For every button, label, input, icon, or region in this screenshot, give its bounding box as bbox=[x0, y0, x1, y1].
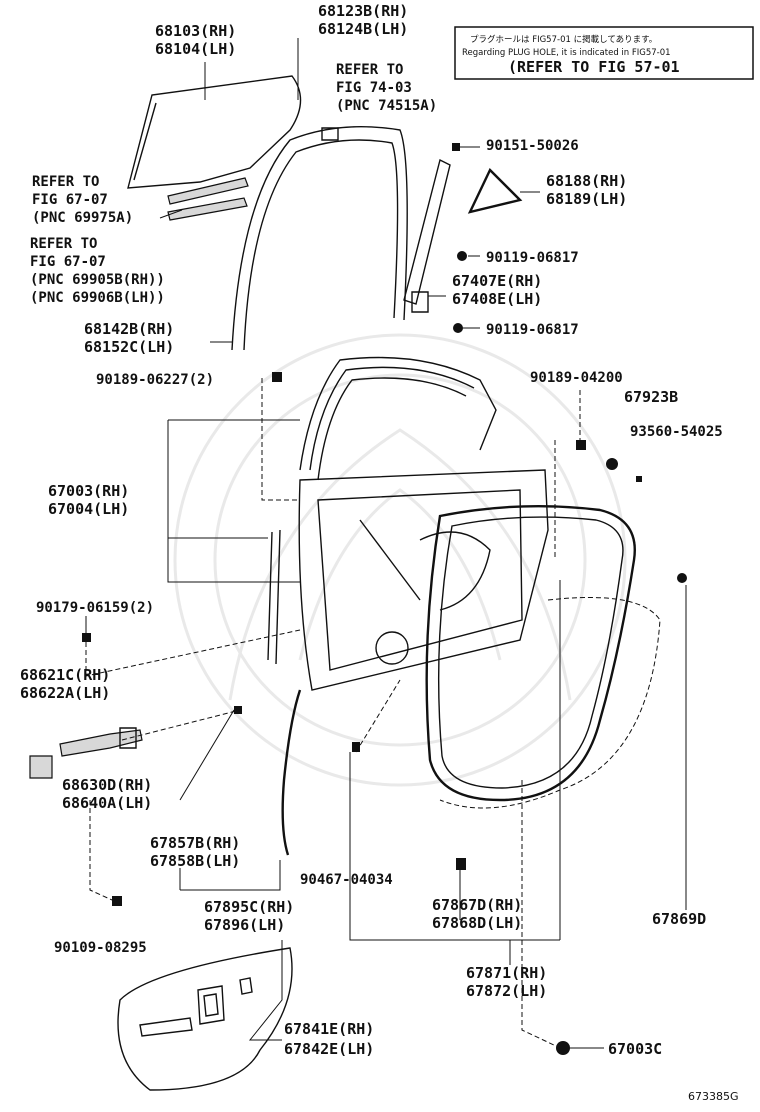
label-refer-67a-l2: FIG 67-07 bbox=[32, 192, 108, 208]
clip-icon bbox=[272, 372, 282, 382]
bolt-icon bbox=[112, 896, 122, 906]
label-clip-seal-rh: 67867D(RH) bbox=[432, 896, 522, 914]
screw-icon bbox=[452, 143, 460, 151]
opening-trim bbox=[439, 597, 661, 809]
label-weatherstrip-small-rh: 67857B(RH) bbox=[150, 834, 240, 852]
label-bolt-3: 90179-06159(2) bbox=[36, 600, 154, 616]
label-door-panel-lh: 67004(LH) bbox=[48, 500, 129, 518]
leader-lines bbox=[85, 38, 687, 1049]
belt-moulding-2 bbox=[167, 197, 248, 221]
label-weatherstrip-assy-lh: 67896(LH) bbox=[204, 916, 285, 934]
weatherstrip-small bbox=[281, 689, 302, 856]
label-channel-sub-lh: 67408E(LH) bbox=[452, 290, 542, 308]
door-weatherstrip bbox=[425, 504, 636, 802]
door-check bbox=[59, 729, 143, 757]
label-run-channel-rh: 68142B(RH) bbox=[84, 320, 174, 338]
clip-icon bbox=[456, 858, 466, 870]
label-glass-rh: 68103(RH) bbox=[155, 22, 236, 40]
label-refer-67b-l2: FIG 67-07 bbox=[30, 254, 106, 270]
label-channel-sub-rh: 67407E(RH) bbox=[452, 272, 542, 290]
label-channel-rh: 68123B(RH) bbox=[318, 2, 408, 20]
clip-icon bbox=[606, 458, 618, 470]
label-hinge-rh: 68621C(RH) bbox=[20, 666, 110, 684]
note-box bbox=[454, 26, 754, 80]
label-refer-67a-l1: REFER TO bbox=[32, 174, 99, 190]
label-opening-trim-rh: 67871(RH) bbox=[466, 964, 547, 982]
label-refer-74-l1: REFER TO bbox=[336, 62, 403, 78]
label-channel-lh: 68124B(LH) bbox=[318, 20, 408, 38]
label-quarter-glass-lh: 68189(LH) bbox=[546, 190, 627, 208]
label-clip-2: 90189-04200 bbox=[530, 370, 623, 386]
label-refer-74-l3: (PNC 74515A) bbox=[336, 98, 437, 114]
screw-icon bbox=[636, 476, 642, 482]
belt-moulding-1 bbox=[167, 177, 249, 205]
note-line-1: プラグホールは FIG57-01 に掲載してあります。 bbox=[470, 34, 657, 45]
label-refer-67b-l1: REFER TO bbox=[30, 236, 97, 252]
door-trim-board bbox=[117, 947, 293, 1091]
bolt-icon bbox=[82, 633, 91, 642]
label-refer-74-l2: FIG 74-03 bbox=[336, 80, 412, 96]
plug-icon bbox=[556, 1041, 570, 1055]
clip-icon bbox=[234, 706, 242, 714]
label-bolt-1: 90119-06817 bbox=[486, 250, 579, 266]
label-weatherstrip-assy-rh: 67895C(RH) bbox=[204, 898, 294, 916]
label-glass-lh: 68104(LH) bbox=[155, 40, 236, 58]
label-run-channel-lh: 68152C(LH) bbox=[84, 338, 174, 356]
label-bolt-2: 90119-06817 bbox=[486, 322, 579, 338]
clip-icon bbox=[576, 440, 586, 450]
label-refer-67a-l3: (PNC 69975A) bbox=[32, 210, 133, 226]
label-plug: 67003C bbox=[608, 1040, 662, 1058]
label-refer-67b-l3: (PNC 69905B(RH)) bbox=[30, 272, 165, 288]
note-line-3: (REFER TO FIG 57-01 bbox=[508, 58, 680, 76]
door-glass bbox=[127, 75, 302, 189]
figure-number: 673385G bbox=[688, 1090, 739, 1103]
label-trim-board-lh: 67842E(LH) bbox=[284, 1040, 374, 1058]
label-check-rh: 68630D(RH) bbox=[62, 776, 152, 794]
label-hinge-lh: 68622A(LH) bbox=[20, 684, 110, 702]
label-trim-board-rh: 67841E(RH) bbox=[284, 1020, 374, 1038]
label-clip-3: 90467-04034 bbox=[300, 872, 393, 888]
run-channel bbox=[231, 125, 408, 351]
clip-icon bbox=[677, 573, 687, 583]
label-bolt-4: 90109-08295 bbox=[54, 940, 147, 956]
label-67923b: 67923B bbox=[624, 388, 678, 406]
label-quarter-glass-rh: 68188(RH) bbox=[546, 172, 627, 190]
bolt-icon bbox=[453, 251, 467, 333]
label-check-lh: 68640A(LH) bbox=[62, 794, 152, 812]
clip-icon bbox=[352, 742, 360, 752]
watermark bbox=[173, 333, 627, 787]
label-opening-trim-lh: 67872(LH) bbox=[466, 982, 547, 1000]
rear-channel bbox=[403, 158, 451, 305]
label-67869d: 67869D bbox=[652, 910, 706, 928]
label-refer-67b-l4: (PNC 69906B(LH)) bbox=[30, 290, 165, 306]
label-clip-1: 90189-06227(2) bbox=[96, 372, 214, 388]
door-frame bbox=[299, 356, 497, 471]
label-weatherstrip-small-lh: 67858B(LH) bbox=[150, 852, 240, 870]
hinge-upper bbox=[29, 755, 53, 779]
quarter-glass bbox=[467, 167, 523, 214]
note-line-2: Regarding PLUG HOLE, it is indicated in … bbox=[462, 48, 671, 58]
door-panel bbox=[298, 469, 549, 691]
label-screw-1: 90151-50026 bbox=[486, 138, 579, 154]
label-93560: 93560-54025 bbox=[630, 424, 723, 440]
label-clip-seal-lh: 67868D(LH) bbox=[432, 914, 522, 932]
label-door-panel-rh: 67003(RH) bbox=[48, 482, 129, 500]
